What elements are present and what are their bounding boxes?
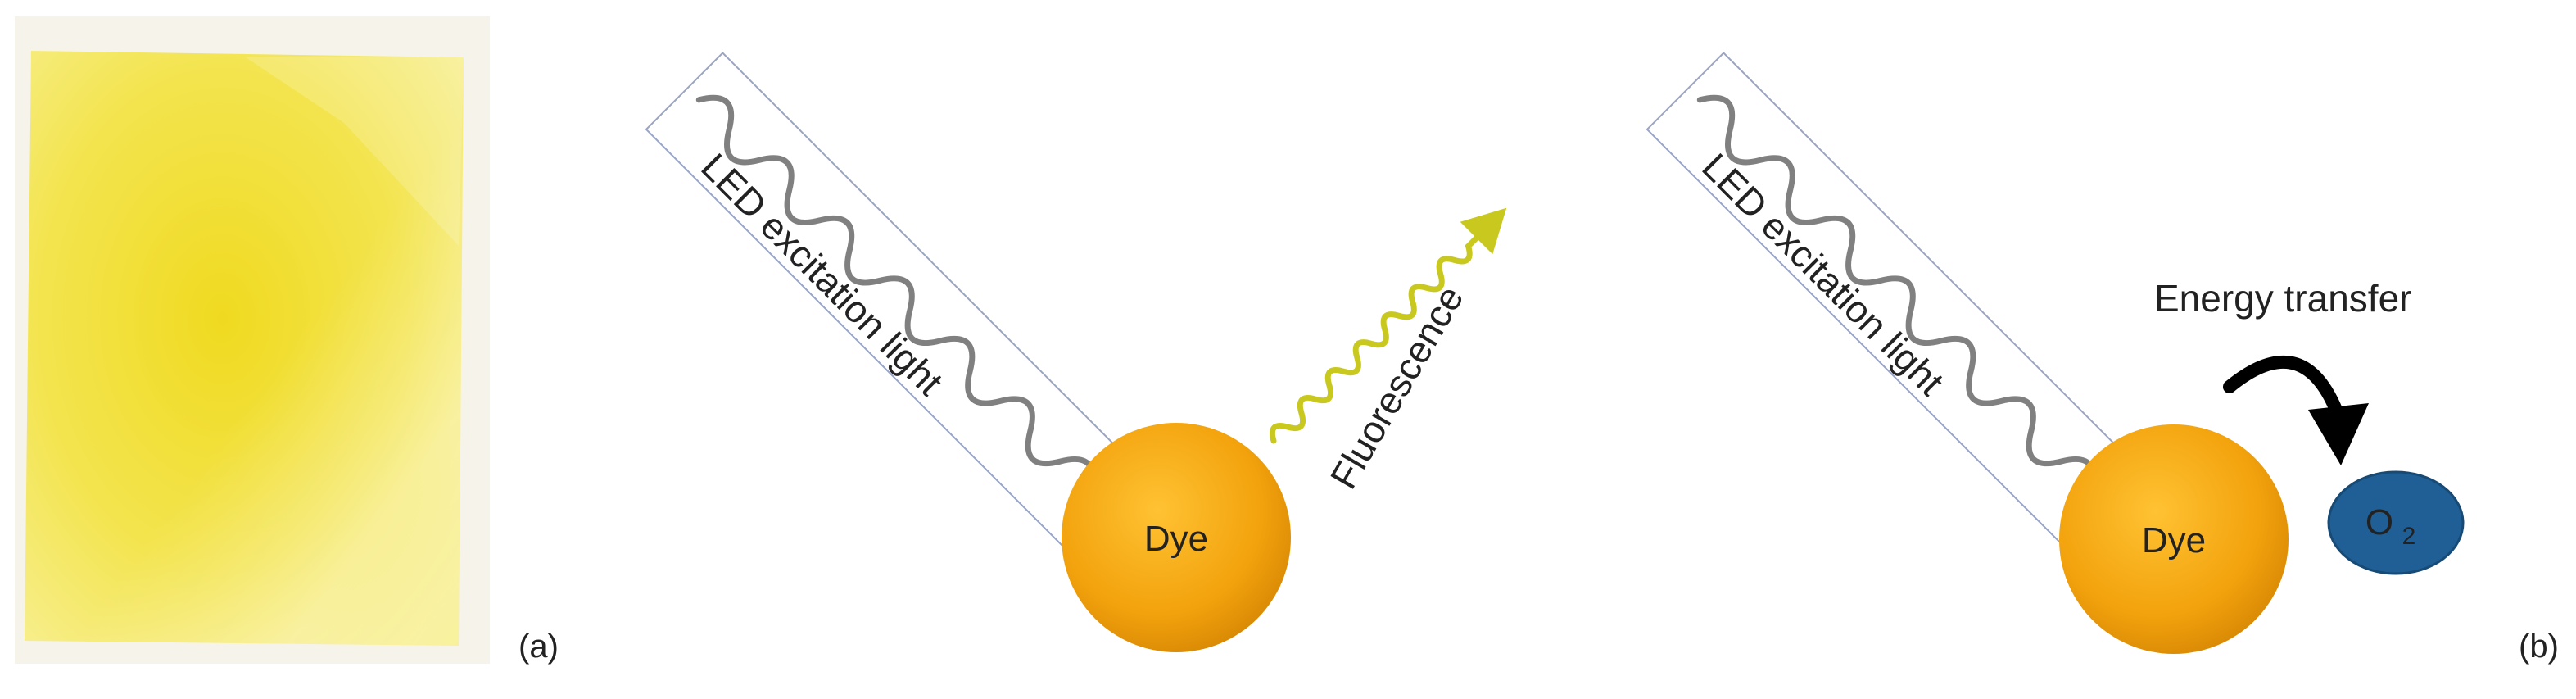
- oxygen-molecule: [2327, 470, 2465, 575]
- dye-label-b: Dye: [2142, 520, 2206, 561]
- panel-b-label: (b): [2519, 629, 2559, 665]
- sensor-film-photo: [15, 16, 490, 664]
- energy-transfer-text: Energy transfer: [2154, 277, 2411, 320]
- excitation-wave-a: [695, 94, 1154, 555]
- panel-a-label: (a): [518, 629, 559, 665]
- oxygen-label: O: [2365, 502, 2393, 542]
- fluorescence-wave: [1269, 234, 1481, 444]
- fluorescence-text: Fluorescence: [1322, 279, 1472, 496]
- fluorescence-arrowhead: [1460, 207, 1507, 255]
- dye-particle-a: [1062, 423, 1291, 652]
- panel-a: (a) LED excitation light Dye Fluorescenc…: [15, 16, 1507, 665]
- panel-b: LED excitation light Dye Energy transfer…: [1646, 52, 2559, 665]
- excitation-text-a: LED excitation light: [693, 145, 951, 403]
- dye-particle-b: [2059, 424, 2289, 654]
- oxygen-subscript: 2: [2402, 523, 2416, 550]
- excitation-wave-b: [1696, 94, 2155, 555]
- dye-label-a: Dye: [1144, 519, 1208, 559]
- excitation-text-b: LED excitation light: [1694, 145, 1952, 403]
- fluorescence-emission: [1269, 207, 1507, 444]
- energy-transfer-arrow: [2223, 355, 2369, 465]
